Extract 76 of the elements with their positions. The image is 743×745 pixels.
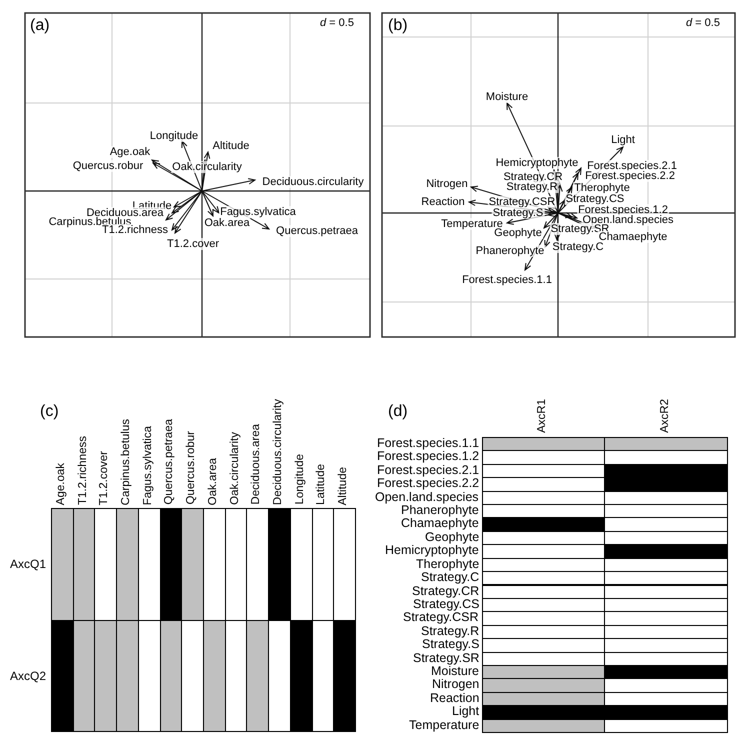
row-label: AxcQ1 [10,558,46,570]
column-header: Oak.circularity [228,432,242,505]
row-label: Therophyte [416,558,480,572]
column-header: Carpinus.betulus [120,419,133,506]
variable-label: Forest.species.1.1 [461,274,553,286]
variable-label: Nitrogen [425,178,469,190]
row-label: Strategy.CS [413,598,480,612]
variable-label: Therophyte [573,182,631,194]
column-header: Altitude [337,467,350,506]
variable-label: Chamaephyte [598,231,668,243]
variable-label: Strategy.R [505,181,559,193]
row-label: Hemicryptophyte [385,544,479,558]
variable-label: Altitude [212,140,250,152]
column-header: Age.oak [54,463,68,506]
column-header: AxcR2 [658,399,672,433]
row-label: Chamaephyte [401,517,479,531]
variable-label: Strategy.C [551,241,605,253]
variable-label: Reaction [420,196,466,208]
row-label: Open.land.species [375,490,479,504]
variable-label: Longitude [148,130,200,142]
row-label: Reaction [430,692,480,706]
row-label: Strategy.R [421,624,480,638]
variable-label: Oak.circularity [171,161,243,173]
variable-label: Strategy.S [492,207,544,219]
row-label: Nitrogen [432,678,480,692]
panel-label: (a) [30,17,50,35]
variable-label: Quercus.robur [72,160,144,172]
column-header: Longitude [294,454,307,505]
row-label: Strategy.CR [412,584,480,598]
variable-label: Strategy.CS [564,193,626,205]
variable-label: Age.oak [108,146,152,158]
variable-label: Deciduous.circularity [261,176,365,188]
row-label: Strategy.S [422,638,480,652]
variable-label: Light [610,134,636,146]
panel-label: (b) [388,17,408,35]
variable-label: Strategy.CSR [488,196,556,208]
row-label: AxcQ2 [10,670,46,682]
row-label: Strategy.SR [413,652,480,665]
scale-label: d = 0.5 [686,17,720,29]
row-label: Strategy.C [421,571,480,584]
row-label: Forest.species.1.2 [377,450,480,464]
variable-label: Temperature [440,218,504,230]
column-header: Latitude [315,464,328,505]
variable-label: Oak.area [203,217,251,229]
row-label: Strategy.CSR [403,611,478,625]
column-header: Oak.area [206,458,220,506]
variable-label: Open.land.species [581,214,675,226]
variable-label: Phanerophyte [474,245,546,257]
column-header: T1.2.richness [76,436,90,506]
variable-label: Forest.species.2.2 [584,170,676,182]
column-header: Quercus.robur [185,431,198,505]
variable-label: Quercus.petraea [275,225,359,237]
column-header: Quercus.petraea [163,419,176,505]
variable-label: Hemicryptophyte [494,157,580,169]
row-label: Light [452,705,480,719]
variable-label: T1.2.richness [100,224,170,236]
column-header: Deciduous.area [250,424,264,505]
variable-label: Strategy.SR [550,223,610,235]
row-label: Geophyte [425,530,480,544]
panel-label: (c) [40,403,59,421]
column-header: Fagus.sylvatica [142,426,155,506]
column-header: AxcR1 [536,399,549,433]
row-label: Forest.species.2.2 [377,477,480,491]
row-label: Forest.species.2.1 [377,464,480,478]
variable-label: Geophyte [493,227,543,239]
variable-label: Fagus.sylvatica [219,206,297,218]
variable-label: Moisture [484,91,530,103]
column-header: T1.2.cover [98,451,112,506]
variable-label: T1.2.cover [166,238,220,250]
row-label: Moisture [431,664,479,678]
row-label: Forest.species.1.1 [377,437,480,450]
panel-label: (d) [388,403,408,421]
column-header: Deciduous.circularity [272,399,285,506]
row-label: Phanerophyte [401,504,479,518]
scale-label: d = 0.5 [320,17,354,29]
row-label: Temperature [409,718,480,732]
